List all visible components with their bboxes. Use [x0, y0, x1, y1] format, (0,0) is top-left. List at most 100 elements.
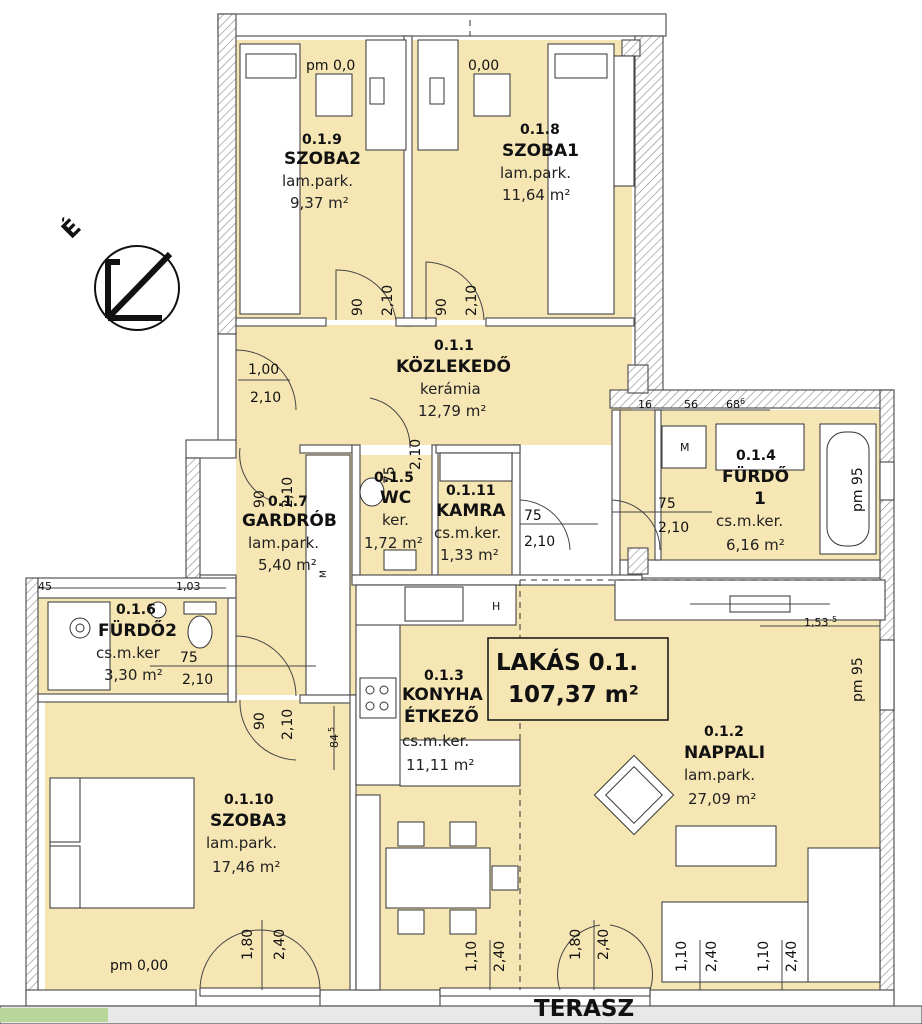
room-id: 0.1.8 [520, 122, 560, 138]
room-area: 27,09 m² [688, 790, 756, 808]
room-area: 9,37 m² [290, 194, 349, 212]
room-name: FÜRDŐ2 [98, 619, 177, 641]
dim-label: 2,10 [658, 520, 689, 536]
apartment-area: 107,37 m² [508, 682, 639, 708]
dim-label: 2,10 [280, 709, 296, 740]
dim-label: 75 [524, 508, 542, 524]
north-label: É [56, 213, 87, 244]
dim-level: pm 95 [850, 467, 866, 512]
dim-level: pm 0,0 [306, 58, 355, 74]
dim-label: 2,40 [704, 941, 720, 972]
dim-label: 90 [252, 490, 268, 508]
apartment-title-box: LAKÁS 0.1. 107,37 m² [487, 637, 669, 721]
dim-label: 2,10 [280, 477, 296, 508]
dim-label: 90 [350, 298, 366, 316]
room-id: 0.1.11 [446, 483, 496, 499]
room-area: 12,79 m² [418, 402, 486, 420]
north-arrow: É [56, 213, 180, 331]
dim-label-sup: 6 [740, 397, 745, 406]
terrace-label: TERASZ [534, 996, 634, 1022]
dim-label: 1,80 [240, 929, 256, 960]
dim-label: 75 [658, 496, 676, 512]
room-name: GARDRÓB [242, 509, 337, 531]
room-finish: cs.m.ker [96, 644, 161, 662]
room-name: KONYHA [402, 685, 484, 705]
room-id: 0.1.10 [224, 792, 274, 808]
room-name-2: 1 [754, 489, 766, 509]
dim-label-sup: 5 [832, 615, 837, 624]
room-id: 0.1.7 [268, 494, 308, 510]
room-finish: lam.park. [282, 172, 353, 190]
room-id: 0.1.1 [434, 338, 474, 354]
appliance-label: M [319, 570, 329, 578]
appliance-label: M [680, 441, 690, 454]
room-finish: cs.m.ker. [434, 524, 501, 542]
dim-label: 75 [382, 466, 398, 484]
appliance-label: H [492, 600, 500, 613]
room-id: 0.1.9 [302, 132, 342, 148]
room-id: 0.1.5 [374, 470, 414, 486]
dim-label: 1,10 [756, 941, 772, 972]
apartment-title: LAKÁS 0.1. [496, 648, 638, 676]
dim-label: 56 [684, 398, 698, 411]
dim-label: 90 [434, 298, 450, 316]
dim-label: 2,10 [524, 534, 555, 550]
dim-label: 1,10 [464, 941, 480, 972]
room-name: SZOBA3 [210, 811, 287, 831]
room-name-2: ÉTKEZŐ [404, 705, 479, 727]
dimensions: pm 0,0 0,00 pm 0,00 90 2,10 90 2,10 1,00… [38, 58, 880, 990]
room-area: 17,46 m² [212, 858, 280, 876]
room-finish: cs.m.ker. [402, 732, 469, 750]
room-area: 1,33 m² [440, 546, 499, 564]
room-id: 0.1.6 [116, 602, 156, 618]
room-area: 11,11 m² [406, 756, 474, 774]
room-finish: lam.park. [206, 834, 277, 852]
room-finish: kerámia [420, 380, 481, 398]
dim-label-sup: 5 [327, 727, 336, 732]
room-area: 5,40 m² [258, 556, 317, 574]
room-finish: lam.park. [684, 766, 755, 784]
dim-label: 2,40 [784, 941, 800, 972]
room-finish: cs.m.ker. [716, 512, 783, 530]
room-name: WC [380, 488, 411, 508]
dim-label: 2,10 [408, 439, 424, 470]
room-labels: 0.1.9 SZOBA2 lam.park. 9,37 m² 0.1.8 SZO… [96, 122, 789, 876]
dim-label: 1,00 [248, 362, 279, 378]
dim-label: 2,40 [492, 941, 508, 972]
room-area: 6,16 m² [726, 536, 785, 554]
room-area: 11,64 m² [502, 186, 570, 204]
room-finish: lam.park. [248, 534, 319, 552]
dim-level: 0,00 [468, 58, 499, 74]
dim-label: 16 [638, 398, 652, 411]
room-finish: ker. [382, 511, 409, 529]
room-id: 0.1.3 [424, 668, 464, 684]
dim-label: 2,40 [272, 929, 288, 960]
dim-label: 90 [252, 712, 268, 730]
dim-label: 2,40 [596, 929, 612, 960]
dim-label: 1,10 [674, 941, 690, 972]
dim-label: 2,10 [464, 285, 480, 316]
room-name: SZOBA2 [284, 149, 361, 169]
walls [0, 13, 922, 1024]
dim-label: 2,10 [250, 390, 281, 406]
dim-label: 84 [328, 734, 341, 748]
room-id: 0.1.2 [704, 724, 744, 740]
dim-label: 45 [38, 580, 52, 593]
dim-label: 1,80 [568, 929, 584, 960]
room-name: FÜRDŐ [722, 465, 789, 487]
dim-label: 2,10 [380, 285, 396, 316]
room-id: 0.1.4 [736, 448, 776, 464]
room-finish: lam.park. [500, 164, 571, 182]
dim-label: 68 [726, 398, 740, 411]
dim-level: pm 95 [850, 657, 866, 702]
dim-label: 75 [180, 650, 198, 666]
dim-level: pm 0,00 [110, 958, 168, 974]
dim-label: 1,53 [804, 616, 829, 629]
room-area: 1,72 m² [364, 534, 423, 552]
room-name: KAMRA [436, 501, 506, 521]
room-name: SZOBA1 [502, 141, 579, 161]
furniture [47, 39, 895, 997]
room-area: 3,30 m² [104, 666, 163, 684]
room-name: KÖZLEKEDŐ [396, 355, 511, 377]
